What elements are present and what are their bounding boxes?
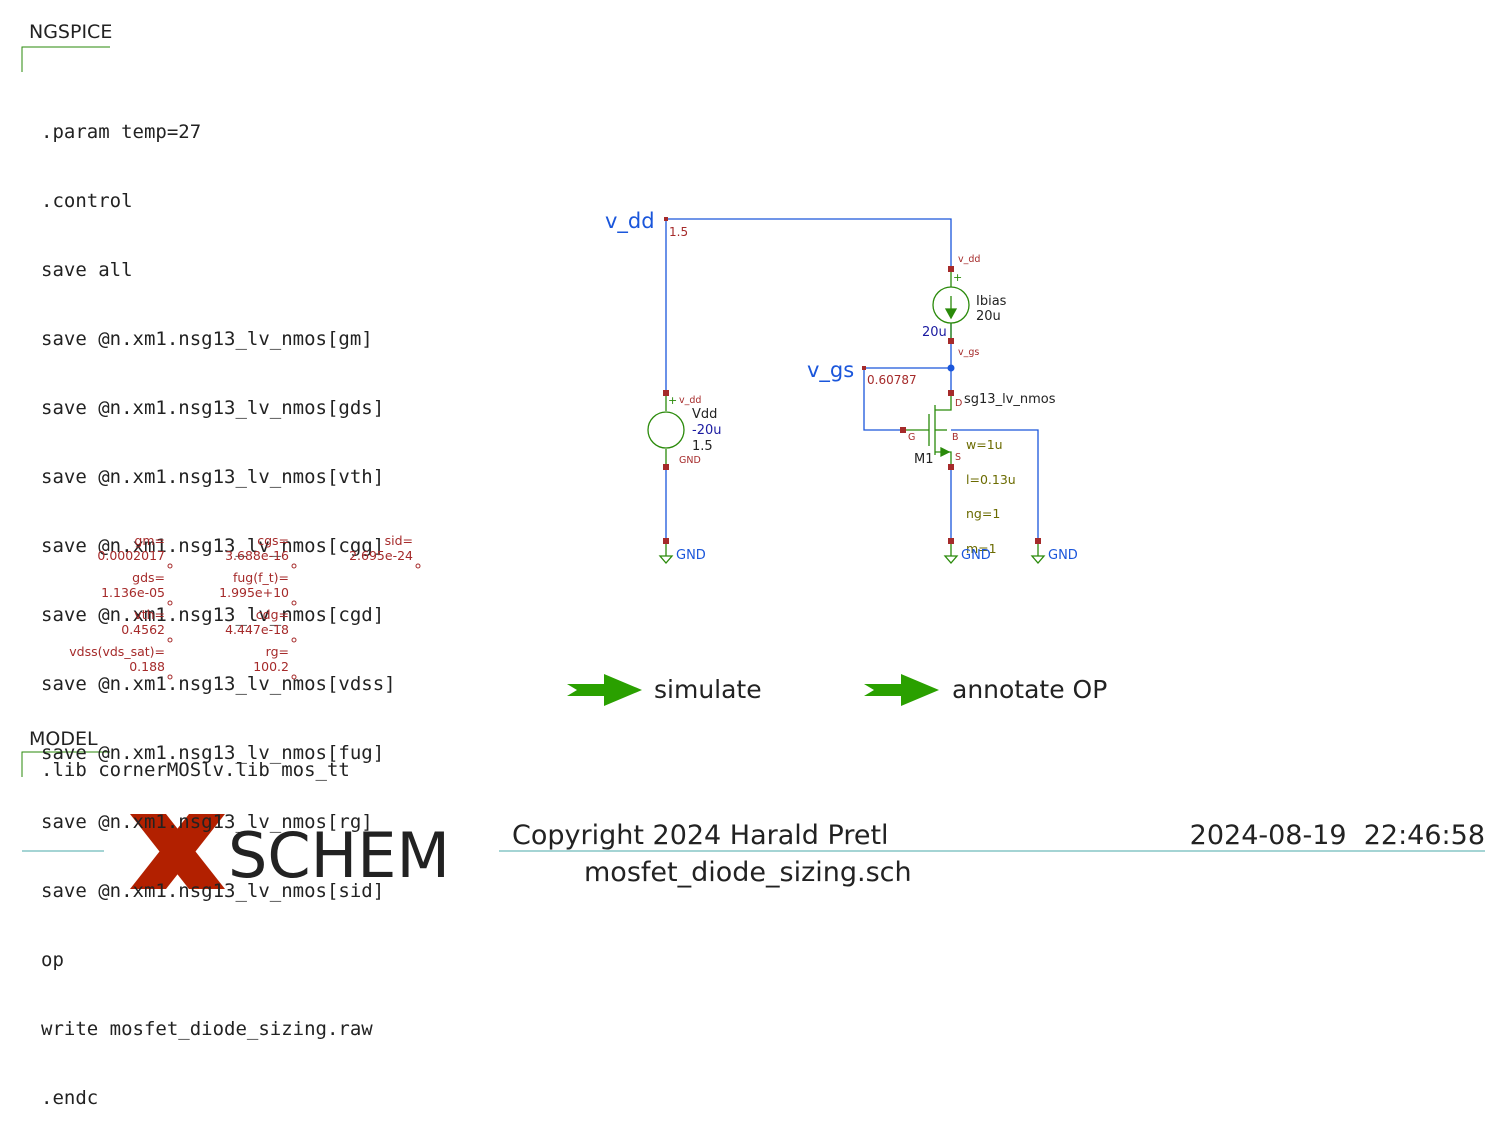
vdd-source-name[interactable]: Vdd [692,407,718,422]
code-line: save @n.xm1.nsg13_lv_nmos[vdss] [41,673,396,695]
copyright-text: Copyright 2024 Harald Pretl [512,820,889,851]
mosfet-pin-d: D [955,398,963,409]
net-value-vdd: 1.5 [669,225,689,239]
code-line: save @n.xm1.nsg13_lv_nmos[sid] [41,880,385,902]
code-line: op [41,949,64,971]
code-line: .param temp=27 [41,121,202,143]
ibias-plus-label: + [953,271,963,284]
vdd-pin-bottom-label: GND [679,455,701,466]
wire-bulk-gnd [951,429,1039,541]
xschem-logo-x-icon [130,814,225,889]
op-vdss: vdss(vds_sat)=0.188 [69,644,165,674]
vdd-source-current: -20u [692,423,722,438]
code-line: save @n.xm1.nsg13_lv_nmos[gds] [41,397,385,419]
xschem-logo-text: SCHEM [228,819,450,892]
junction-dot [947,364,955,372]
schematic-canvas [21,46,1485,889]
code-line: save @n.xm1.nsg13_lv_nmos[rg] [41,811,373,833]
code-line: save @n.xm1.nsg13_lv_nmos[vth] [41,466,385,488]
simulate-button[interactable]: simulate [654,675,762,704]
ibias-source-name[interactable]: Ibias [976,294,1007,309]
mosfet-pin-s: S [955,452,962,463]
code-line: save @n.xm1.nsg13_lv_nmos[cgg] [41,535,385,557]
model-title: MODEL [29,728,98,750]
net-label-vdd[interactable]: v_dd [605,209,655,233]
ibias-source-value: 20u [976,309,1001,324]
mosfet-param-m: m=1 [966,540,997,556]
gnd-label-source: GND [961,548,991,563]
net-label-vgs[interactable]: v_gs [807,358,855,382]
ibias-pin-top-label: v_dd [958,254,981,265]
annotate-op-button[interactable]: annotate OP [952,675,1108,704]
op-vth: vth=0.4562 [121,607,165,637]
code-line: write mosfet_diode_sizing.raw [41,1018,373,1040]
datetime-text: 2024-08-19 22:46:58 [1189,820,1485,851]
op-markers [167,563,421,680]
mosfet-model-name[interactable]: sg13_lv_nmos [964,392,1056,407]
code-line: save @n.xm1.nsg13_lv_nmos[gm] [41,328,373,350]
vdd-plus-label: + [668,394,678,407]
op-gds: gds=1.136e-05 [101,570,165,600]
mosfet-param-w: w=1u [966,437,1003,452]
mosfet-instance-name[interactable]: M1 [914,452,934,467]
code-line: save all [41,259,133,281]
simulate-arrow-icon[interactable] [567,674,642,706]
annotate-arrow-icon[interactable] [864,674,939,706]
mosfet-params: w=1u l=0.13u ng=1 m=1 [966,416,1016,566]
gnd-label-bulk: GND [1048,548,1078,563]
op-gm: gm=0.0002017 [97,533,165,563]
mosfet-param-ng: ng=1 [966,506,1001,521]
code-line: save @n.xm1.nsg13_lv_nmos[cgd] [41,604,385,626]
wires [665,218,1039,541]
op-rg: rg=100.2 [253,644,289,674]
model-frame [21,751,110,777]
ngspice-frame [21,46,110,72]
code-line: .control [41,190,133,212]
code-line: .endc [41,1087,99,1109]
op-sid: sid=2.695e-24 [349,533,413,563]
mosfet-pin-g: G [908,432,916,443]
gnd-label-vdd: GND [676,548,706,563]
vdd-pin-top-label: v_dd [679,395,702,406]
mosfet-pin-b: B [952,432,959,443]
op-cgs: cgs=3.688e-16 [225,533,289,563]
ngspice-code: .param temp=27 .control save all save @n… [41,75,396,1133]
ngspice-title: NGSPICE [29,21,113,43]
ibias-source-current: 20u [922,325,947,340]
op-fug: fug(f_t)=1.995e+10 [219,570,289,600]
schematic-filename: mosfet_diode_sizing.sch [584,857,912,888]
code-line: save @n.xm1.nsg13_lv_nmos[fug] [41,742,385,764]
op-cdg: cdg=4.447e-18 [225,607,289,637]
wire-gate [863,368,903,431]
mosfet-param-l: l=0.13u [966,471,1016,487]
nmos-symbol [903,393,952,467]
net-value-vgs: 0.60787 [867,373,917,387]
wire-vdd-top [665,218,952,393]
pins [663,217,1041,544]
ibias-pin-bottom-label: v_gs [958,347,980,358]
vdd-source-value: 1.5 [692,439,713,454]
model-code-line: .lib cornerMOSlv.lib mos_tt [41,759,350,781]
